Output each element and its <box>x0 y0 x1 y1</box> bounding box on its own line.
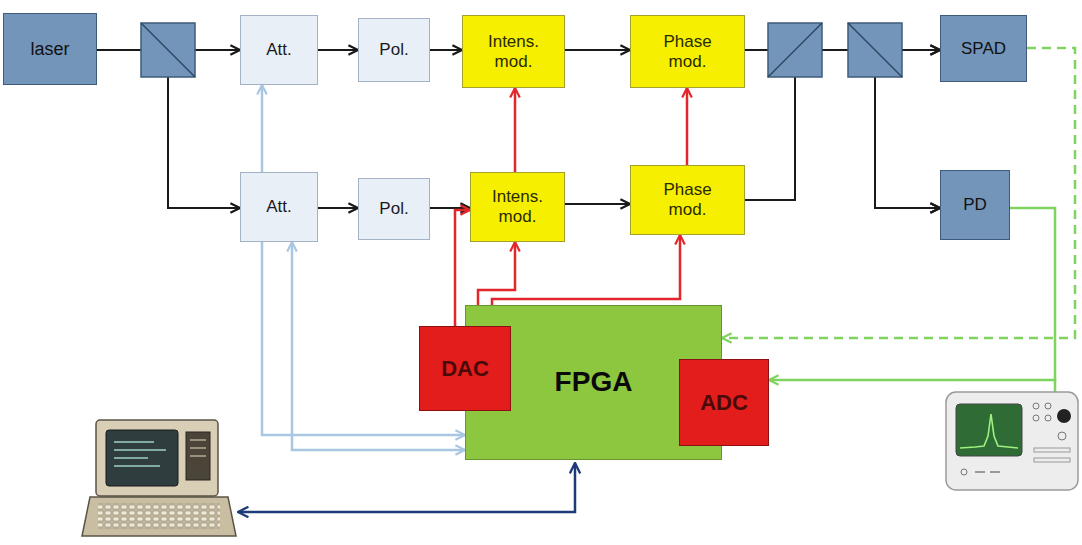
node-label: Phase mod. <box>653 180 723 219</box>
node-label: DAC <box>441 356 489 381</box>
connector <box>565 49 630 51</box>
connector <box>686 88 689 165</box>
light-source: laser <box>3 13 97 85</box>
node-label: FPGA <box>555 366 633 398</box>
connector <box>565 203 630 205</box>
detector-box: PD <box>940 170 1010 240</box>
connector <box>722 48 1075 338</box>
modulator-box: Phase mod. <box>630 15 745 88</box>
computer-link <box>238 463 575 512</box>
node-label: Intens. mod. <box>478 32 550 71</box>
connector <box>430 49 462 51</box>
node-label: Phase mod. <box>653 32 723 71</box>
beam-splitter <box>848 23 902 77</box>
beam-combiner <box>768 23 822 77</box>
connector <box>318 49 358 51</box>
connector <box>430 207 470 209</box>
computer-icon <box>82 420 236 536</box>
beam-splitter <box>141 23 195 77</box>
node-label: Att. <box>266 197 292 217</box>
node-label: Intens. mod. <box>482 187 554 226</box>
converter-box: DAC <box>419 326 511 411</box>
connector <box>769 208 1055 380</box>
converter-box: ADC <box>679 359 769 446</box>
modulator-box: Intens. mod. <box>462 15 565 88</box>
attenuator-box: Att. <box>240 172 318 242</box>
node-label: Pol. <box>379 40 408 60</box>
node-label: SPAD <box>961 39 1006 59</box>
fpga-board: FPGADACADC <box>465 305 722 460</box>
modulator-box: Phase mod. <box>630 165 745 235</box>
polarizer-box: Pol. <box>358 178 430 240</box>
oscilloscope-icon <box>946 392 1078 490</box>
node-label: laser <box>30 39 69 60</box>
node-label: ADC <box>700 390 748 415</box>
scope-lead <box>1054 378 1057 392</box>
polarizer-box: Pol. <box>358 18 430 82</box>
detector-box: SPAD <box>940 15 1027 82</box>
node-label: Att. <box>266 40 292 60</box>
attenuator-box: Att. <box>240 15 318 85</box>
node-label: PD <box>963 195 987 215</box>
node-label: Pol. <box>379 199 408 219</box>
connector <box>318 207 358 209</box>
connector <box>514 88 517 172</box>
modulator-box: Intens. mod. <box>470 172 565 242</box>
